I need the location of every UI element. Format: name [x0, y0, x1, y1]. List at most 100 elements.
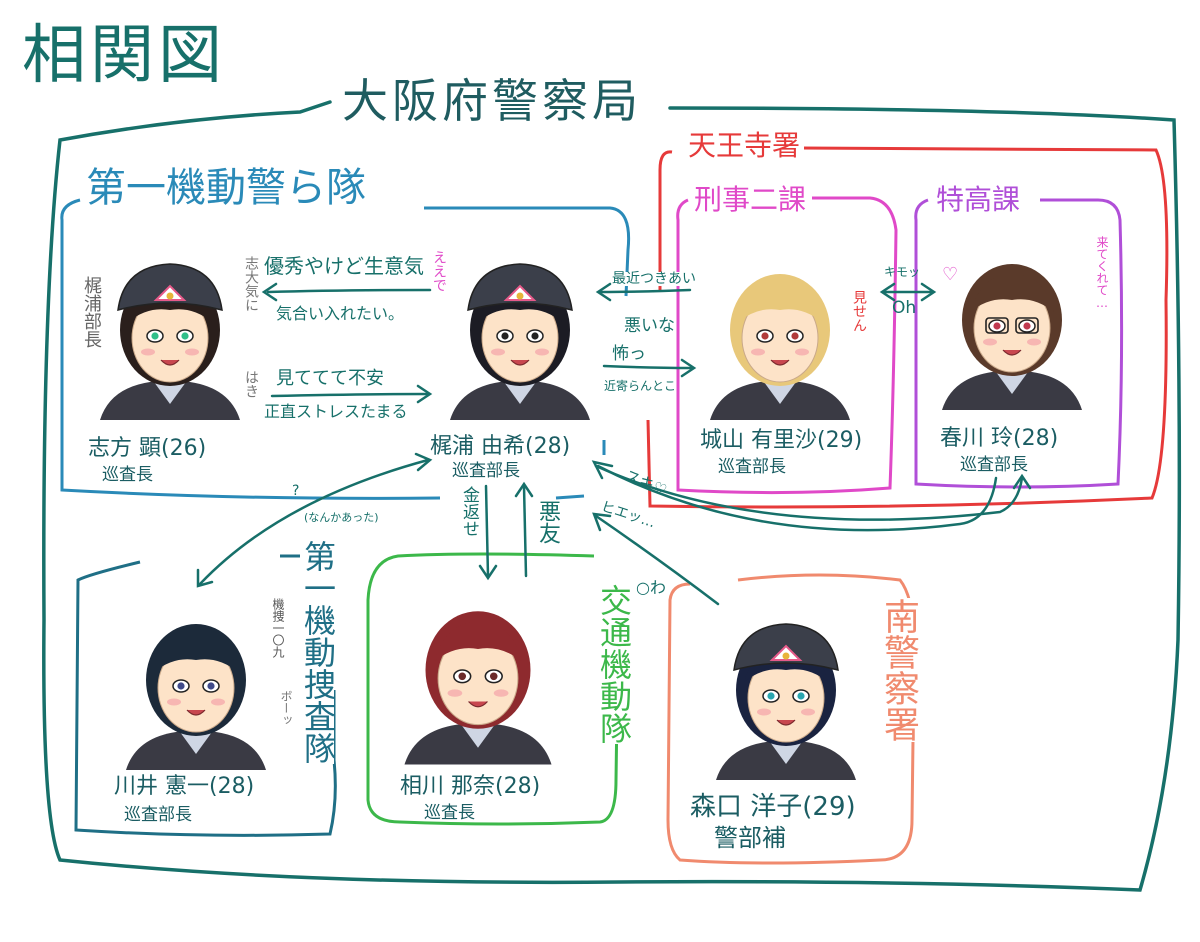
portrait-blush [185, 348, 199, 356]
portrait-iris [207, 682, 215, 690]
keiji2-frame [676, 196, 898, 495]
traffic-frame [366, 552, 620, 826]
tokko-frame [914, 198, 1124, 489]
cap-star-icon [516, 292, 524, 300]
tennoji-frame [646, 146, 1169, 509]
unit1inv-label: 第一機動捜査隊 [299, 540, 337, 764]
portrait-iris [458, 672, 467, 681]
portrait-bangs [738, 284, 822, 322]
note-shida-side: 志大気に [243, 256, 259, 312]
portrait-bangs [970, 274, 1054, 312]
arrow-kajiura-to-harukawa [594, 464, 1024, 521]
person-rank: 巡査部長 [124, 805, 192, 825]
arrowhead-haru-r [920, 282, 937, 302]
portrait-collar [770, 742, 802, 764]
note-warui: 悪いな [624, 316, 675, 336]
arrowhead-shiro1 [595, 282, 612, 302]
portrait-blush [141, 348, 155, 356]
arrow-mori-kajiura [594, 514, 720, 606]
person-rank: 巡査部長 [960, 455, 1028, 475]
arrow-shiroyama-to-kajiura [598, 288, 692, 294]
portrait-mouth [776, 719, 796, 726]
person-name: 春川 玲(28) [940, 426, 1059, 451]
arrows [196, 282, 1032, 606]
note-chikayoranai: 近寄らんとこ [604, 379, 677, 393]
note-yuushuu: 優秀やけど生意気 [264, 254, 424, 278]
portrait-iris [177, 682, 185, 690]
portrait-blush [795, 348, 809, 356]
portrait-kawai [126, 624, 266, 770]
note-mise: 見せん [851, 290, 867, 332]
portrait-collar [996, 372, 1028, 394]
tokko-label: 特高課 [932, 186, 1025, 214]
portrait-collar [461, 724, 495, 748]
portrait-shida [100, 263, 240, 420]
portraits [100, 263, 1082, 780]
tennoji-label: 天王寺署 [684, 132, 805, 160]
portrait-mouth [770, 359, 790, 366]
glasses-icon [1015, 317, 1039, 334]
arrow-kajiura-to-shiroyama [602, 364, 694, 370]
arrowhead-kaji-up [514, 481, 534, 498]
cap-star-icon [166, 292, 174, 300]
keiji2-label: 刑事二課 [690, 186, 811, 214]
portrait-shiroyama [710, 274, 850, 420]
portrait-collar [180, 732, 212, 754]
note-kowai: 怖っ [612, 344, 646, 364]
person-rank: 巡査長 [102, 465, 153, 485]
person-rank: 警部補 [714, 824, 786, 852]
note-q: ? [292, 483, 300, 499]
portrait-blush [491, 348, 505, 356]
person-rank: 巡査長 [424, 803, 475, 823]
note-kigi: 機捜一〇九 [271, 598, 285, 658]
cap-star-icon [782, 652, 790, 660]
portrait-blush [493, 689, 509, 697]
arrow-aikawa-to-kajiura [522, 484, 528, 578]
note-kimo2: 来てくれて… [1095, 236, 1109, 310]
person-rank: 巡査部長 [718, 457, 786, 477]
arrowhead-haru-up [1012, 473, 1032, 490]
portrait-collar [764, 382, 796, 404]
unit1inv-frame [74, 554, 337, 837]
portrait-iris [151, 332, 159, 340]
portrait-iris [1023, 322, 1031, 330]
portrait-blush [447, 689, 463, 697]
portrait-iris [797, 692, 805, 700]
portrait-iris [791, 332, 799, 340]
person-rank: 巡査部長 [452, 461, 520, 481]
portrait-blush [1027, 338, 1041, 346]
arrowhead-aikawa [478, 564, 498, 581]
note-kane: 金返せ [459, 486, 479, 537]
unit1-frame [60, 198, 441, 500]
portrait-blush [167, 698, 181, 706]
diagram-title: 相関図 [22, 19, 226, 93]
traffic-label: 交通機動隊 [595, 584, 633, 744]
portrait-blush [983, 338, 997, 346]
portrait-blush [751, 348, 765, 356]
note-akutomo: 悪友 [535, 500, 560, 544]
arrowhead-shiro2 [680, 358, 697, 378]
arrow-kajiura-to-aikawa [484, 484, 490, 578]
glasses-icon [985, 317, 1009, 334]
person-name: 城山 有里沙(29) [700, 428, 863, 453]
note-kajiura-bubble: 梶浦部長 [81, 276, 102, 348]
note-saikin: 最近つきあい [612, 271, 696, 287]
portrait-bangs [433, 621, 523, 662]
portrait-iris [993, 322, 1001, 330]
portrait-iris [489, 672, 498, 681]
portrait-blush [535, 348, 549, 356]
portrait-mouth [468, 701, 488, 708]
org-label: 大阪府警察局 [336, 78, 648, 124]
arrowhead-kaji-left [591, 460, 614, 480]
portrait-collar [504, 382, 536, 404]
portrait-harukawa [942, 264, 1082, 410]
portrait-blush [211, 698, 225, 706]
unit1-frame-right [424, 206, 631, 297]
portrait-collar [154, 382, 186, 404]
person-name: 川井 憲一(28) [114, 774, 255, 799]
portrait-iris [761, 332, 769, 340]
note-kiai: 気合い入れたい。 [276, 304, 405, 323]
portrait-iris [501, 332, 509, 340]
portrait-mouth [1002, 349, 1022, 356]
note-dochira: ○わ [636, 578, 666, 597]
